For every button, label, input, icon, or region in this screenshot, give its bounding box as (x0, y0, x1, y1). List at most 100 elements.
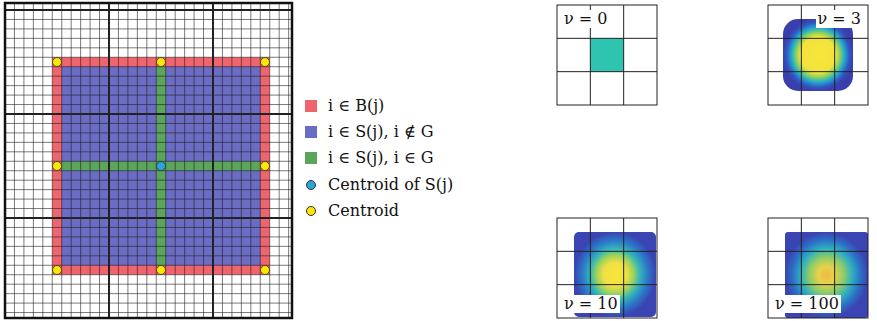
grid-line (212, 3, 214, 318)
seed-cell (590, 38, 623, 71)
grid-line (80, 3, 81, 318)
grid-line (5, 303, 292, 304)
grid-line (801, 5, 802, 105)
grid-line (5, 47, 292, 48)
grid-line (5, 255, 292, 256)
grid-line (623, 5, 624, 105)
interface-strip (156, 67, 165, 266)
panel: ν = 0 (557, 5, 657, 105)
legend-entry: i ∈ S(j), i ∈ G (305, 148, 434, 168)
grid-line (557, 71, 657, 72)
grid-line (203, 3, 204, 318)
grid-line (118, 3, 119, 318)
mesh-grid (5, 3, 292, 318)
grid-line (5, 76, 292, 77)
color-swatch (305, 100, 317, 112)
iteration-label: ν = 10 (562, 295, 620, 313)
support-region (62, 67, 261, 266)
grid-line (5, 161, 292, 162)
panel-border (557, 5, 657, 105)
grid-line (5, 104, 292, 105)
coarse-panel (768, 5, 868, 105)
support-centroid (157, 162, 166, 171)
grid-line (194, 3, 195, 318)
grid-line (5, 217, 292, 219)
grid-line (768, 284, 868, 285)
iteration-label: ν = 0 (562, 10, 609, 28)
centroid-dot (53, 162, 62, 171)
legend-label: i ∈ S(j), i ∈ G (328, 148, 434, 168)
grid-line (5, 123, 292, 124)
legend-entry: Centroid of S(j) (305, 175, 453, 195)
grid-line (768, 71, 868, 72)
grid-line (90, 3, 91, 318)
grid-line (5, 66, 292, 67)
grid-line (768, 251, 868, 252)
centroid-marker (306, 180, 316, 190)
grid-line (222, 3, 223, 318)
grid-line (5, 142, 292, 143)
grid-line (5, 284, 292, 285)
legend-entry: i ∈ S(j), i ∉ G (305, 122, 434, 142)
grid-line (5, 293, 292, 294)
grid-line (5, 9, 292, 11)
grid-line (5, 95, 292, 96)
grid-line (5, 227, 292, 228)
diffused-blob (783, 19, 853, 91)
iteration-label: ν = 3 (816, 10, 863, 28)
grid-line (557, 38, 657, 39)
grid-line (5, 312, 292, 313)
grid-line (623, 218, 624, 318)
coarse-panel (557, 218, 657, 318)
grid-line (184, 3, 185, 318)
grid-line (5, 180, 292, 181)
mesh-border (5, 3, 292, 318)
panel-border (768, 218, 868, 318)
grid-line (71, 3, 72, 318)
grid-line (5, 132, 292, 133)
grid-line (5, 265, 292, 266)
grid-line (5, 274, 292, 275)
panel: ν = 100 (768, 218, 868, 318)
grid-line (5, 170, 292, 171)
grid-line (5, 57, 292, 58)
panel-border (557, 218, 657, 318)
boundary-region (52, 57, 269, 274)
grid-line (14, 3, 15, 318)
grid-line (5, 236, 292, 237)
grid-line (146, 3, 147, 318)
grid-line (127, 3, 128, 318)
grid-line (288, 3, 289, 318)
panel: ν = 3 (768, 5, 868, 105)
centroid-dot (53, 266, 62, 275)
legend-entry: i ∈ B(j) (305, 96, 384, 116)
legend-label: Centroid of S(j) (328, 175, 453, 195)
grid-line (5, 246, 292, 247)
iteration-label: ν = 100 (773, 295, 841, 313)
legend-entry: Centroid (305, 201, 399, 221)
grid-line (5, 38, 292, 39)
color-swatch (305, 126, 317, 138)
grid-line (175, 3, 176, 318)
grid-line (250, 3, 251, 318)
legend-label: i ∈ S(j), i ∉ G (328, 122, 434, 142)
grid-line (5, 208, 292, 209)
grid-line (279, 3, 280, 318)
centroid-dot (157, 58, 166, 67)
grid-line (23, 3, 24, 318)
grid-line (231, 3, 232, 318)
grid-line (137, 3, 138, 318)
grid-line (5, 85, 292, 86)
grid-line (108, 3, 110, 318)
grid-line (5, 151, 292, 152)
panel-border (768, 5, 868, 105)
centroid-dot (261, 266, 270, 275)
color-swatch (305, 152, 317, 164)
centroid-dot (157, 266, 166, 275)
grid-line (33, 3, 34, 318)
centroid-dot (261, 162, 270, 171)
grid-line (5, 19, 292, 20)
